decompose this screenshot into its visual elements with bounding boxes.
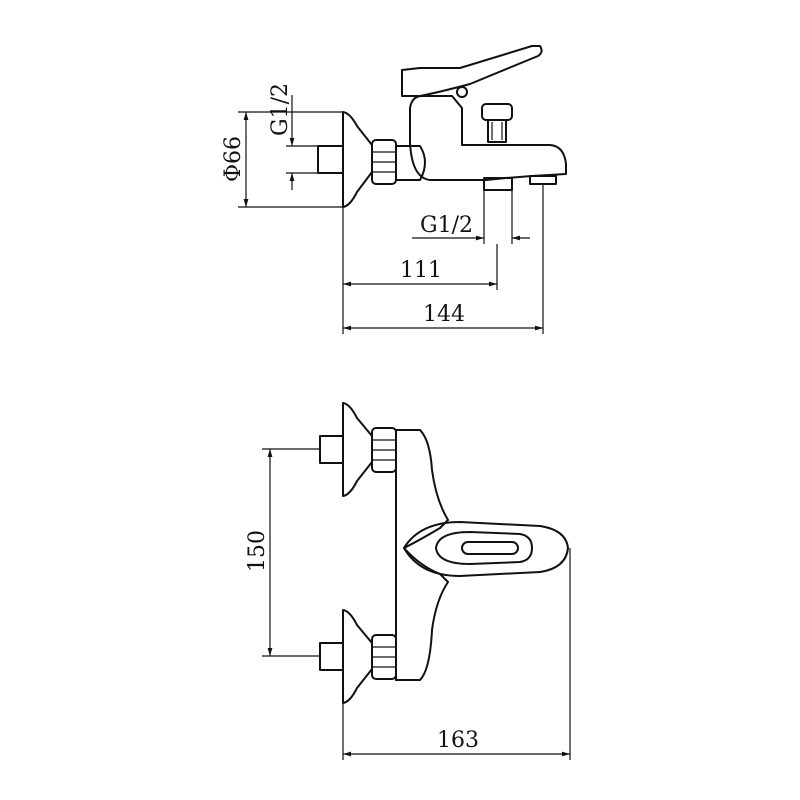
top-flange-upper xyxy=(342,402,373,497)
side-wall-flange xyxy=(342,111,373,208)
side-handle-pivot xyxy=(456,86,468,98)
top-view: 150 163 xyxy=(245,402,571,760)
side-hex-nut xyxy=(371,139,397,185)
side-diverter-knob xyxy=(481,103,513,143)
dim-centers-150-label: 150 xyxy=(245,530,270,572)
side-spout-mouth xyxy=(529,175,557,185)
side-shower-outlet xyxy=(483,177,513,191)
side-view: Φ66 G1/2 G1/2 111 144 xyxy=(221,45,567,334)
top-inlet-stub-lower xyxy=(319,642,344,671)
dim-centers-150: 150 xyxy=(245,448,320,657)
dim-depth-163: 163 xyxy=(342,548,571,760)
dim-thread-outlet-label: G1/2 xyxy=(420,213,473,238)
top-handle-lever xyxy=(403,521,569,577)
top-handle-grip xyxy=(435,531,533,565)
top-inlet-stub-upper xyxy=(319,435,344,464)
top-handle-slot xyxy=(461,541,519,555)
top-mixer-body xyxy=(395,429,449,681)
top-flange-lower xyxy=(342,609,373,704)
dim-diameter: Φ66 xyxy=(221,111,343,208)
dim-depth-144: 144 xyxy=(343,184,544,334)
side-inlet-stub xyxy=(317,145,344,174)
top-hex-nut-lower xyxy=(371,634,397,680)
dim-thread-inlet-label: G1/2 xyxy=(268,83,293,136)
dim-depth-163-label: 163 xyxy=(437,728,479,753)
side-mixer-body xyxy=(409,95,567,181)
side-handle-lever xyxy=(401,45,543,97)
dim-thread-outlet: G1/2 xyxy=(412,190,530,244)
top-hex-nut-upper xyxy=(371,427,397,473)
dim-offset-111-label: 111 xyxy=(400,258,442,283)
dim-thread-inlet: G1/2 xyxy=(268,83,318,190)
dim-depth-144-label: 144 xyxy=(423,302,465,327)
dim-offset-111: 111 xyxy=(342,207,498,334)
dim-diameter-label: Φ66 xyxy=(221,136,246,182)
